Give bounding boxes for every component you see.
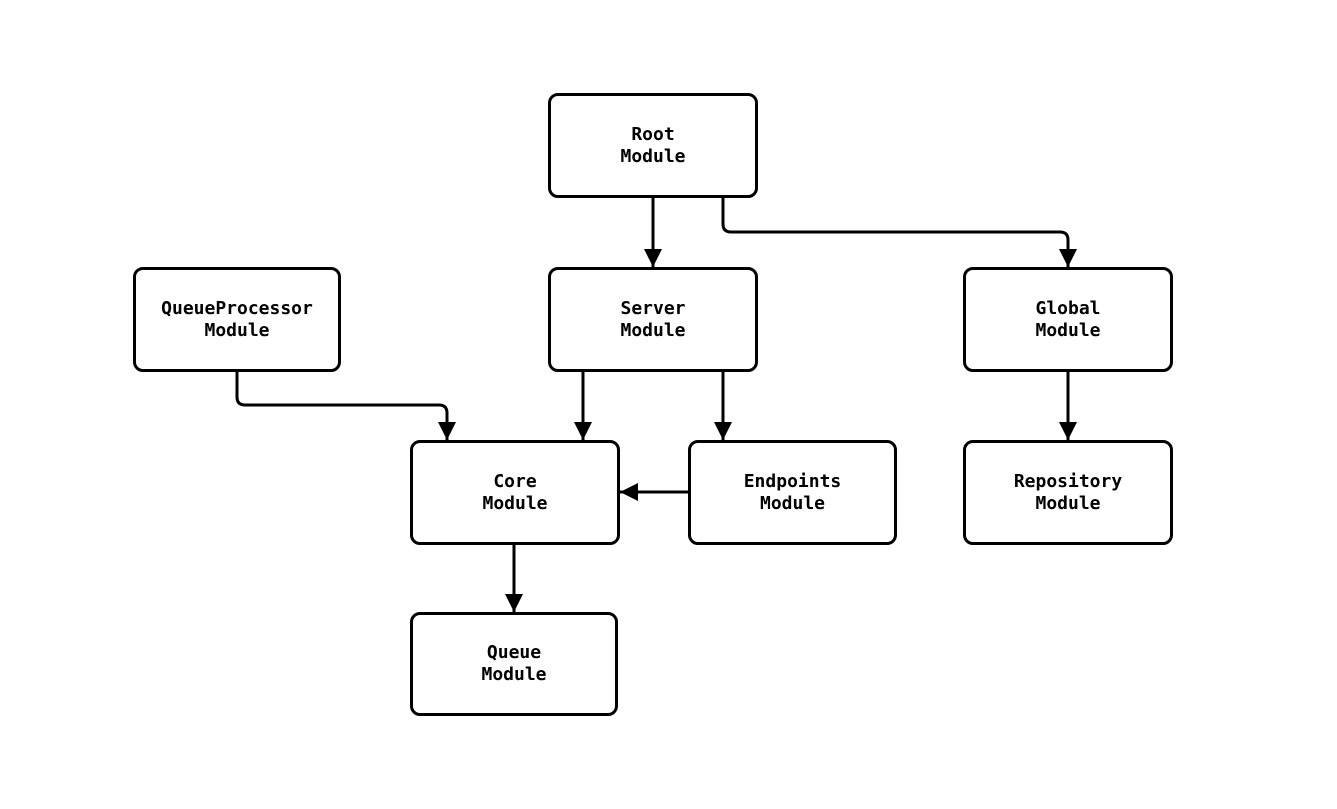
node-label-line2: Module bbox=[620, 145, 686, 167]
node-repository-module: Repository Module bbox=[963, 440, 1173, 545]
node-label-line1: Repository bbox=[1013, 470, 1123, 492]
node-endpoints-module: Endpoints Module bbox=[688, 440, 897, 545]
node-core-module: Core Module bbox=[410, 440, 620, 545]
node-label-line2: Module bbox=[481, 664, 547, 685]
node-label-line1: Root bbox=[631, 123, 675, 145]
node-label-line1: QueueProcessor bbox=[161, 297, 313, 319]
node-label-line1: Endpoints bbox=[743, 470, 842, 492]
edge-queueprocessor-to-core bbox=[235, 372, 456, 440]
node-label-line2: Module bbox=[1035, 492, 1101, 514]
node-label-line1: Core bbox=[493, 470, 537, 492]
edge-root-to-global bbox=[721, 198, 1077, 267]
node-root-module: Root Module bbox=[548, 93, 758, 198]
node-label-line2: Module bbox=[1035, 319, 1101, 341]
node-label-line1: Queue bbox=[486, 642, 542, 663]
node-server-module: Server Module bbox=[548, 267, 758, 372]
node-label-line2: Module bbox=[620, 319, 686, 341]
node-queueprocessor-module: QueueProcessor Module bbox=[133, 267, 341, 372]
node-label-line1: Global bbox=[1035, 297, 1101, 319]
node-queue-module: Queue Module bbox=[410, 612, 618, 716]
node-global-module: Global Module bbox=[963, 267, 1173, 372]
node-label-line2: Module bbox=[204, 319, 270, 341]
node-label-line1: Server bbox=[620, 297, 686, 319]
node-label-line2: Module bbox=[759, 492, 826, 514]
node-label-line2: Module bbox=[482, 492, 548, 514]
